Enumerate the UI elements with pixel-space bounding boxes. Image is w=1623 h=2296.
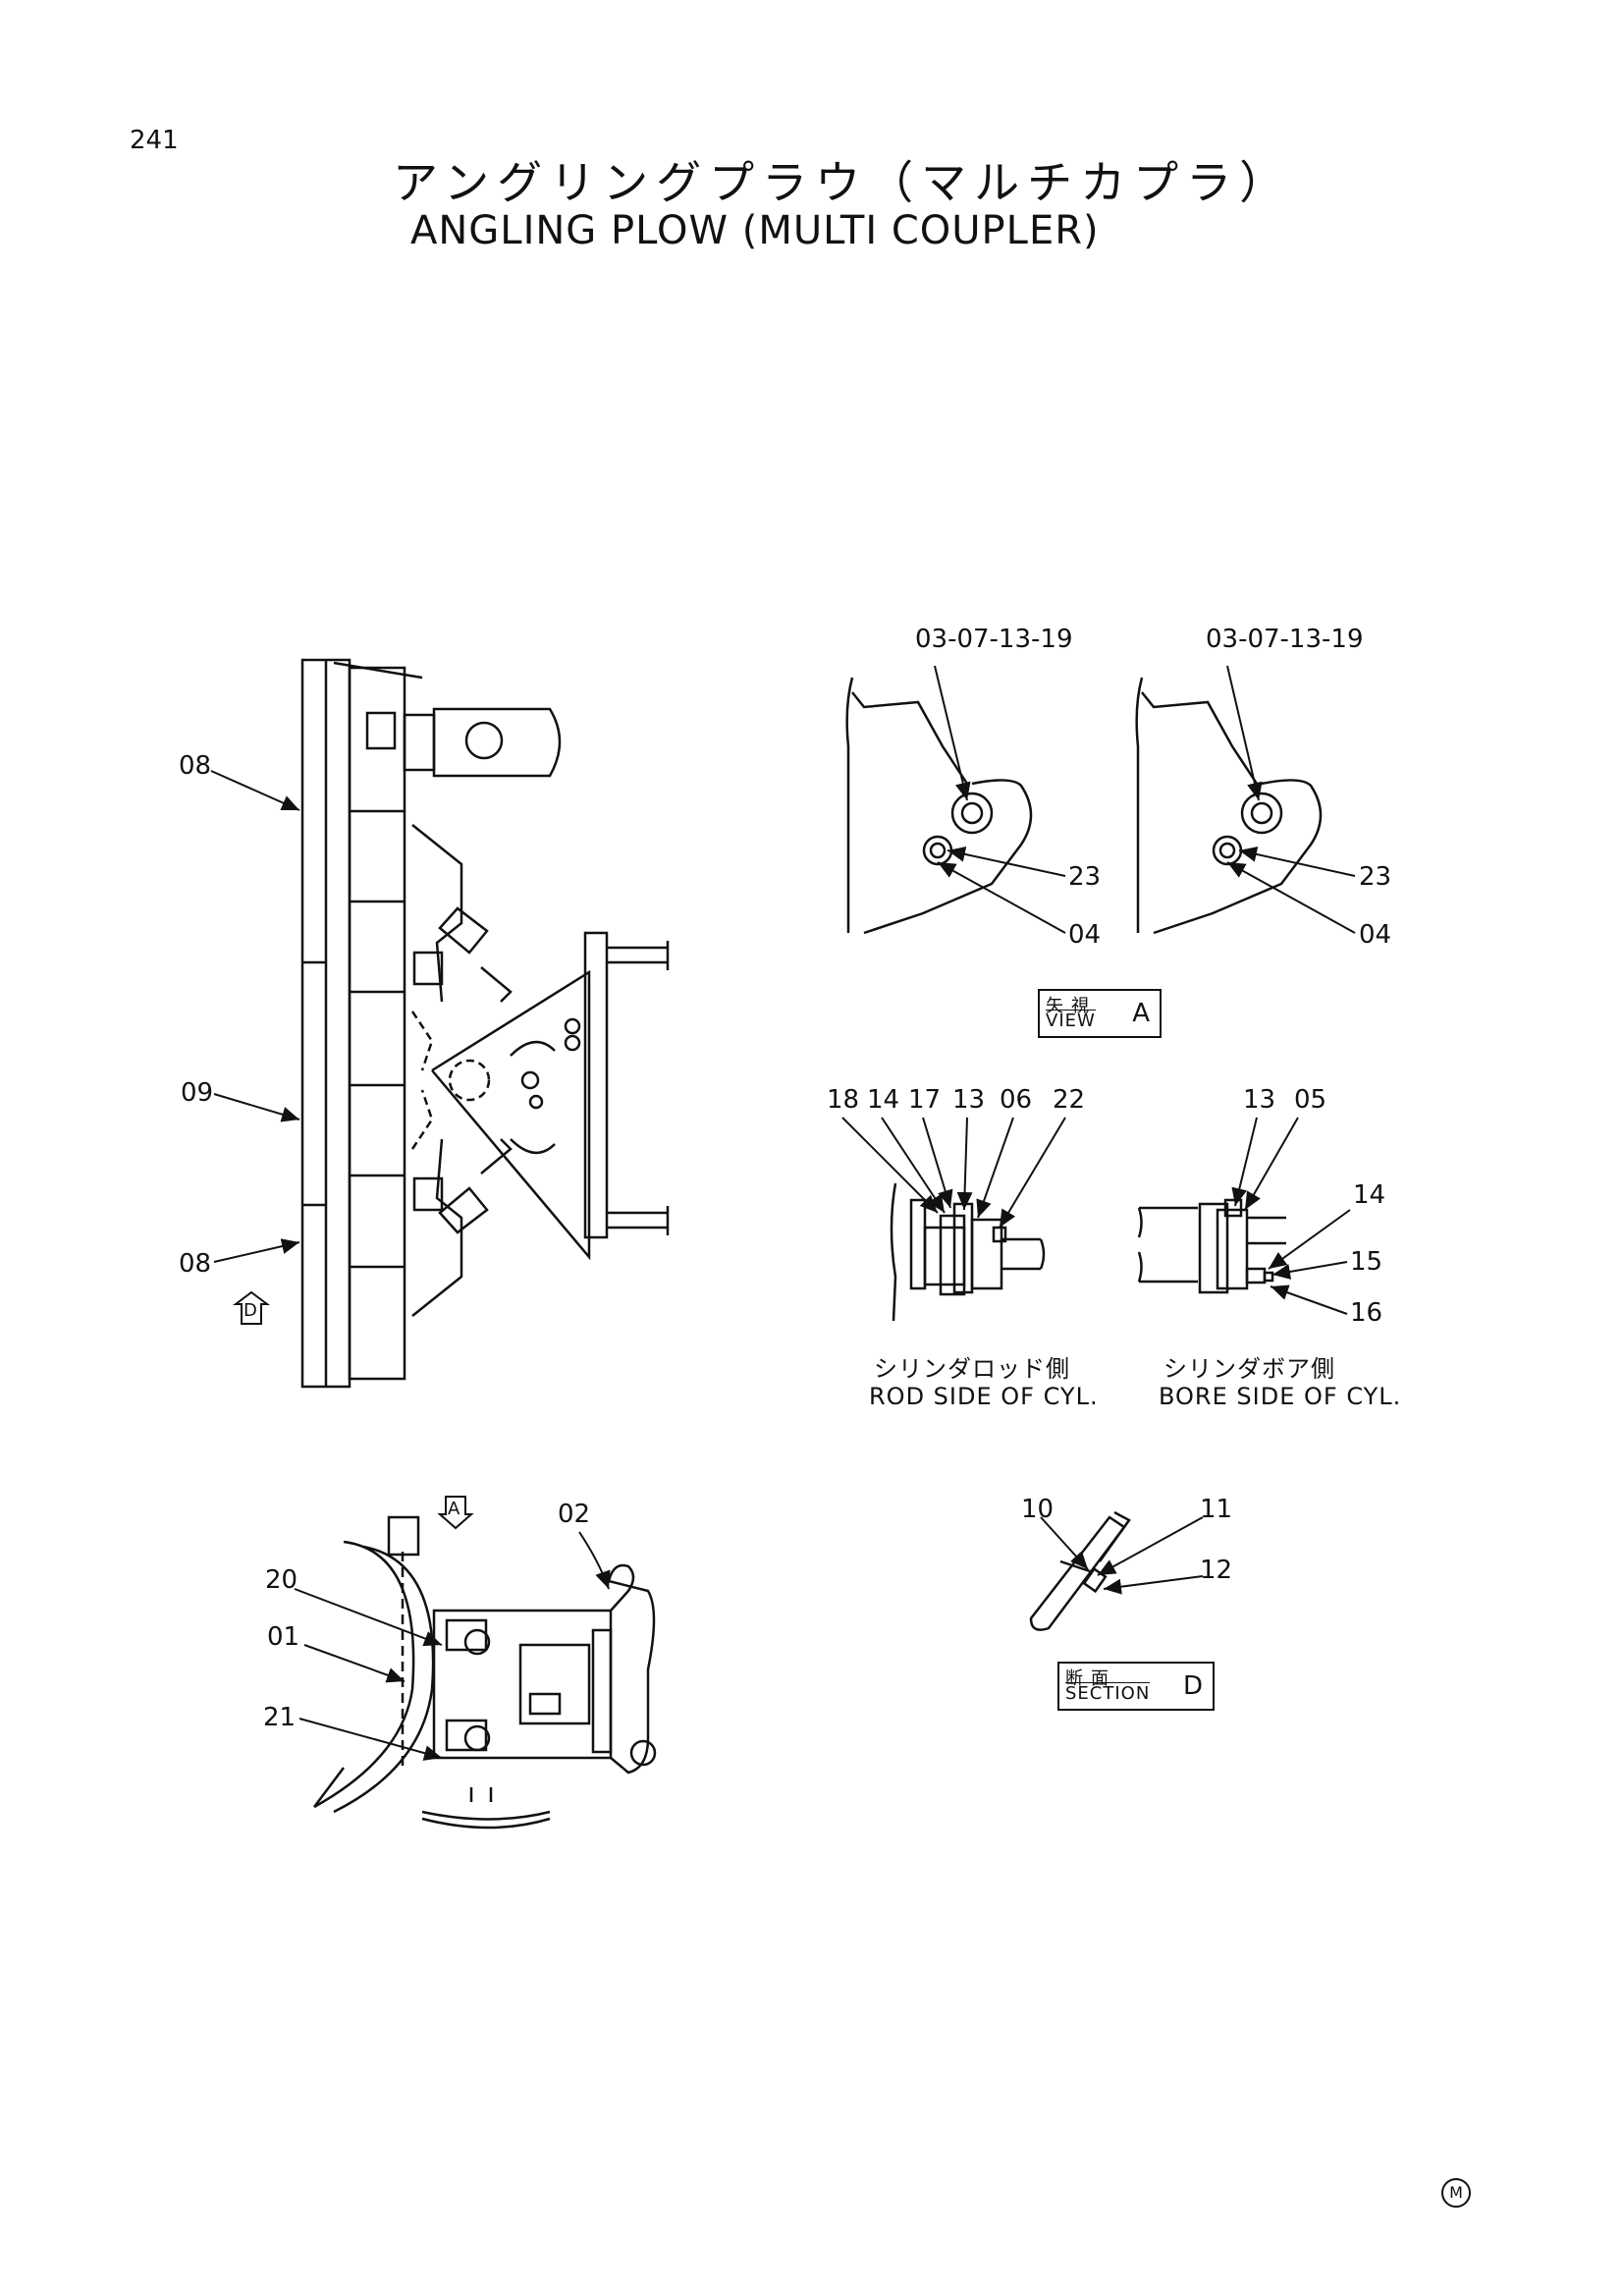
callout-12: 12	[1200, 1556, 1233, 1585]
rod-side-drawing	[890, 1182, 1046, 1322]
section-d-marker-letter: D	[243, 1300, 257, 1321]
view-a-label-en: VIEW	[1046, 1010, 1096, 1031]
callout-04-left: 04	[1068, 920, 1102, 950]
view-a-label-letter: A	[1132, 999, 1150, 1028]
callout-14-bore: 14	[1353, 1180, 1386, 1210]
view-a-label-box: 矢視 VIEW A	[1038, 989, 1162, 1038]
callout-09: 09	[181, 1078, 214, 1108]
callout-14-rod: 14	[867, 1085, 900, 1115]
view-a-marker-letter: A	[448, 1499, 460, 1519]
rod-side-caption-jp: シリンダロッド側	[874, 1355, 1070, 1383]
callout-04-right: 04	[1359, 920, 1392, 950]
callout-15: 15	[1350, 1247, 1383, 1277]
section-d-label-box: 断面 SECTION D	[1057, 1662, 1215, 1711]
callout-05: 05	[1294, 1085, 1327, 1115]
rod-side-caption-en: ROD SIDE OF CYL.	[869, 1383, 1099, 1410]
callout-22: 22	[1053, 1085, 1086, 1115]
callout-23-right: 23	[1359, 862, 1392, 892]
view-a-drawing	[845, 677, 1323, 935]
callout-20: 20	[265, 1565, 298, 1595]
callout-08-bottom: 08	[179, 1249, 212, 1279]
callout-10: 10	[1021, 1495, 1055, 1524]
callout-01: 01	[267, 1622, 300, 1652]
plan-view-drawing	[300, 658, 670, 1389]
title-japanese: アングリングプラウ（マルチカプラ）	[393, 156, 1293, 209]
page-number: 241	[130, 126, 179, 155]
callout-23-left: 23	[1068, 862, 1102, 892]
section-d-drawing	[1029, 1510, 1131, 1631]
bore-side-caption-jp: シリンダボア側	[1163, 1355, 1335, 1383]
callout-16: 16	[1350, 1298, 1383, 1328]
callout-21: 21	[263, 1703, 297, 1732]
section-d-label-jp: 断面	[1065, 1668, 1116, 1689]
callout-08-top: 08	[179, 751, 212, 781]
m-logo-icon: M	[1441, 2178, 1471, 2208]
view-a-marker: A	[436, 1495, 475, 1530]
side-view-drawing	[313, 1515, 657, 1830]
view-marker-arrow-icon	[437, 1496, 474, 1530]
title-english: ANGLING PLOW (MULTI COUPLER)	[410, 208, 1100, 253]
section-d-marker: D	[232, 1290, 271, 1326]
bore-side-caption-en: BORE SIDE OF CYL.	[1159, 1383, 1402, 1410]
callout-11: 11	[1200, 1495, 1233, 1524]
bore-side-drawing	[1137, 1198, 1286, 1294]
view-a-ref-left: 03-07-13-19	[915, 625, 1073, 654]
view-a-ref-right: 03-07-13-19	[1206, 625, 1364, 654]
callout-18: 18	[827, 1085, 860, 1115]
section-d-label-en: SECTION	[1065, 1682, 1151, 1704]
callout-02: 02	[558, 1500, 591, 1529]
section-d-label-letter: D	[1182, 1671, 1203, 1701]
callout-06: 06	[1000, 1085, 1033, 1115]
view-a-label-jp: 矢視	[1046, 996, 1097, 1016]
leader-lines	[210, 665, 1356, 1761]
callout-17: 17	[908, 1085, 942, 1115]
callout-13-bore: 13	[1243, 1085, 1276, 1115]
section-marker-arrow-icon	[233, 1290, 270, 1325]
callout-13-rod: 13	[952, 1085, 986, 1115]
